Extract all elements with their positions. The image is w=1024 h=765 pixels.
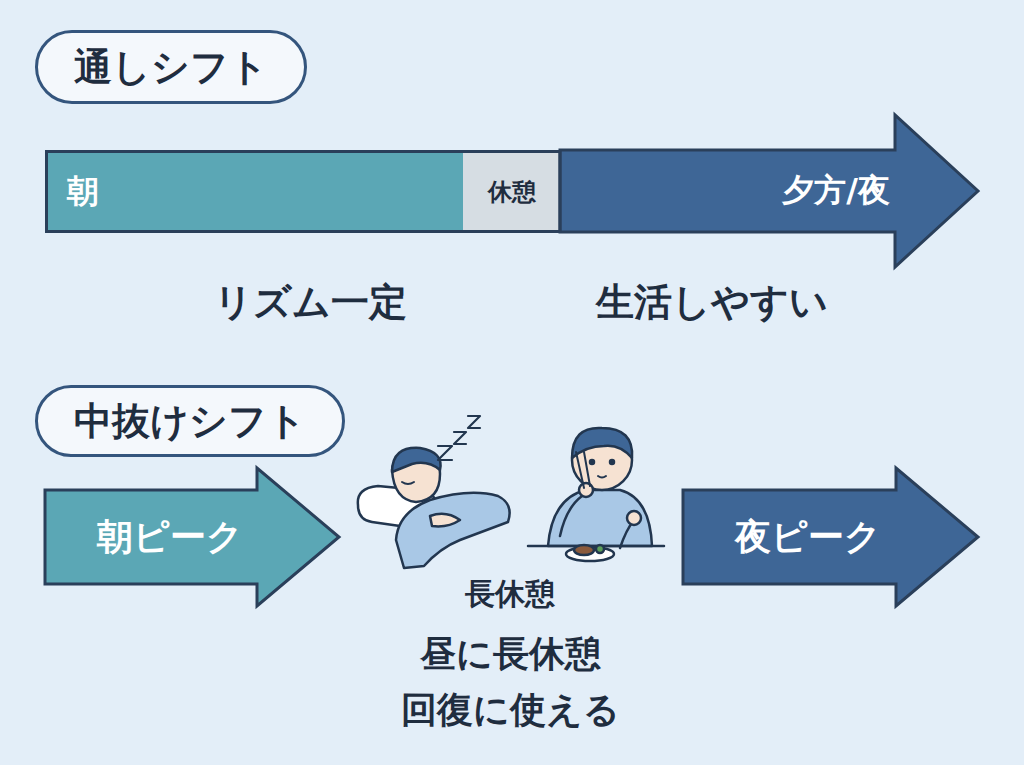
caption-text: 長休憩	[465, 574, 555, 615]
caption-text: 回復に使える	[401, 686, 620, 735]
arrow-outline	[683, 468, 978, 606]
arrow-outline	[560, 115, 978, 267]
node-text: 夕方/夜	[782, 169, 890, 213]
node-text: 朝	[67, 170, 99, 214]
node-text: 通しシフト	[74, 42, 268, 93]
arrow-band: 夜ピーク	[683, 468, 980, 606]
time-band: 休憩	[463, 150, 561, 233]
sleeping-person	[358, 416, 510, 568]
section-heading: 通しシフト	[35, 30, 307, 104]
arrow-band: 夕方/夜	[560, 115, 980, 267]
arrow-outline	[45, 468, 339, 606]
node-text: 夜ピーク	[735, 513, 881, 562]
band-divider	[559, 150, 562, 232]
node-text: 朝ピーク	[97, 513, 243, 562]
node-text: 休憩	[488, 176, 536, 208]
arrow-shape	[560, 115, 980, 267]
caption-text: リズム一定	[214, 277, 407, 328]
caption-text: 昼に長休憩	[420, 630, 601, 679]
time-band: 朝	[45, 150, 464, 233]
arrow-band: 朝ピーク	[45, 468, 341, 606]
section-heading: 中抜けシフト	[35, 385, 345, 457]
eating-person	[528, 428, 664, 561]
node-text: 中抜けシフト	[74, 396, 306, 447]
caption-text: 生活しやすい	[596, 277, 828, 328]
